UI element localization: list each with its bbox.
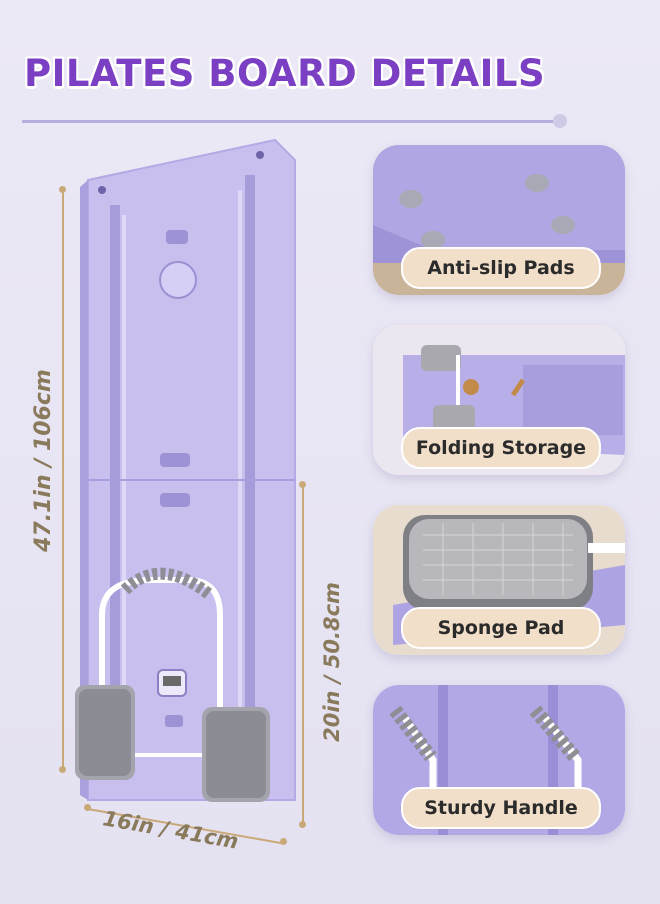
width-dimension-left-dot <box>84 804 91 811</box>
length-dimension-line <box>62 190 64 770</box>
title-divider <box>22 120 562 123</box>
length-dimension-label: 47.1in / 106cm <box>30 369 56 552</box>
feature-label: Sturdy Handle <box>401 787 601 829</box>
folded-dimension-top-dot <box>299 481 306 488</box>
folded-dimension-line <box>302 485 304 825</box>
divider-dot <box>553 114 567 128</box>
folded-dimension-label: 20in / 50.8cm <box>319 582 344 742</box>
length-dimension-top-dot <box>59 186 66 193</box>
feature-label: Anti-slip Pads <box>401 247 601 289</box>
length-dimension-bottom-dot <box>59 766 66 773</box>
feature-card-anti-slip-pads: Anti-slip Pads <box>373 145 625 295</box>
page-title: PILATES BOARD DETAILS <box>24 52 546 95</box>
feature-label: Sponge Pad <box>401 607 601 649</box>
folded-dimension-bottom-dot <box>299 821 306 828</box>
feature-card-folding-storage: Folding Storage <box>373 325 625 475</box>
feature-card-sponge-pad: Sponge Pad <box>373 505 625 655</box>
feature-card-sturdy-handle: Sturdy Handle <box>373 685 625 835</box>
pilates-board-image <box>70 135 310 835</box>
width-dimension-right-dot <box>280 838 287 845</box>
feature-label: Folding Storage <box>401 427 601 469</box>
